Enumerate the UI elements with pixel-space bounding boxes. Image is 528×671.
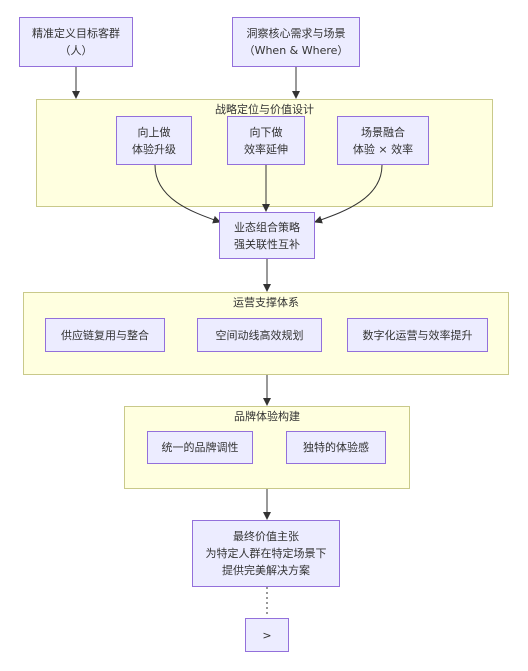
cluster-strategy-title: 战略定位与价值设计 (215, 103, 314, 116)
node-target-audience: 精准定义目标客群 （人） (19, 17, 133, 67)
node-unique-experience-label: 独特的体验感 (303, 441, 369, 454)
node-more-label: > (262, 628, 272, 642)
node-unique-experience: 独特的体验感 (286, 431, 386, 464)
node-experience-upgrade-line1: 向上做 (137, 125, 171, 139)
node-more: > (245, 618, 289, 652)
node-brand-tone: 统一的品牌调性 (147, 431, 253, 464)
node-business-combination: 业态组合策略 强关联性互补 (219, 212, 315, 259)
edge-up-combo (154, 164, 221, 224)
node-final-value-line1: 最终价值主张 (233, 530, 299, 543)
node-scene-fusion-line2: 体验 × 效率 (352, 142, 414, 156)
node-space-planning-label: 空间动线高效规划 (215, 328, 304, 342)
node-business-combination-line1: 业态组合策略 (234, 220, 300, 234)
node-final-value-line2: 为特定人群在特定场景下 (205, 547, 327, 560)
node-core-needs-line1: 洞察核心需求与场景 (246, 27, 346, 40)
node-digital-ops-label: 数字化运营与效率提升 (362, 328, 473, 342)
node-core-needs: 洞察核心需求与场景 （When & Where） (232, 17, 360, 67)
node-experience-upgrade-line2: 体验升级 (132, 142, 176, 156)
node-efficiency-extension-line1: 向下做 (249, 125, 283, 139)
cluster-brand-title: 品牌体验构建 (234, 410, 300, 423)
cluster-ops-title: 运营支撑体系 (233, 296, 299, 309)
node-space-planning: 空间动线高效规划 (197, 318, 322, 352)
node-final-value: 最终价值主张 为特定人群在特定场景下 提供完美解决方案 (192, 520, 340, 587)
node-target-audience-line1: 精准定义目标客群 (32, 27, 120, 40)
node-digital-ops: 数字化运营与效率提升 (347, 318, 488, 352)
edge-fusion-combo (314, 164, 383, 224)
node-experience-upgrade: 向上做 体验升级 (116, 116, 192, 165)
node-supply-chain: 供应链复用与整合 (45, 318, 165, 352)
node-target-audience-line2: （人） (59, 44, 93, 57)
node-final-value-line3: 提供完美解决方案 (222, 564, 310, 577)
node-brand-tone-label: 统一的品牌调性 (161, 441, 239, 454)
node-core-needs-line2: （When & Where） (243, 44, 349, 57)
node-business-combination-line2: 强关联性互补 (234, 237, 300, 251)
node-efficiency-extension-line2: 效率延伸 (244, 142, 288, 156)
node-scene-fusion-line1: 场景融合 (361, 125, 405, 139)
node-scene-fusion: 场景融合 体验 × 效率 (337, 116, 429, 165)
node-supply-chain-label: 供应链复用与整合 (61, 328, 149, 342)
node-efficiency-extension: 向下做 效率延伸 (227, 116, 305, 165)
